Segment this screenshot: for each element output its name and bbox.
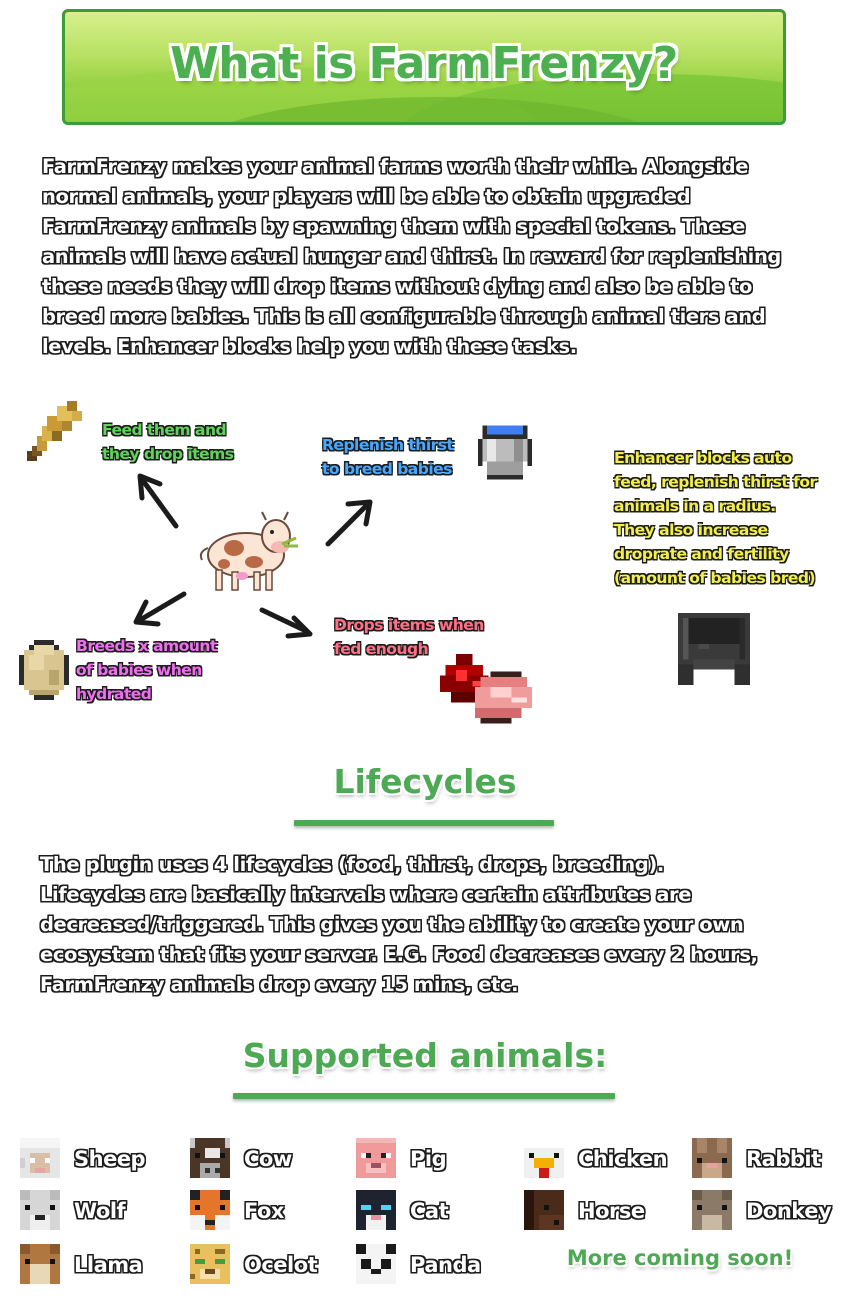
feed-label-line: Feed them and [102, 421, 227, 439]
more-coming-soon: More coming soon! [566, 1246, 794, 1270]
replenish-label-line: Replenish thirst [322, 436, 454, 454]
cow-head-icon [190, 1138, 230, 1178]
feed-label: Feed them and they drop items [102, 418, 234, 466]
lifecycles-line: Lifecycles are basically intervals where… [40, 883, 692, 906]
enhancer-label-line: Enhancer blocks auto [614, 449, 792, 467]
horse-head-icon [524, 1190, 564, 1230]
enhancer-label-line: animals in a radius. [614, 497, 776, 515]
llama-head-icon [20, 1244, 60, 1284]
animal-name-sheep: Sheep [74, 1147, 146, 1171]
enhancer-label-line: They also increase [614, 521, 768, 539]
breeds-label-line: of babies when [76, 661, 202, 679]
lifecycles-heading: Lifecycles [333, 762, 517, 801]
replenish-label-line: to breed babies [322, 460, 452, 478]
fox-head-icon [190, 1190, 230, 1230]
arrow-icon [259, 607, 313, 639]
lifecycles-paragraph: The plugin uses 4 lifecycles (food, thir… [40, 850, 830, 1000]
lifecycles-line: The plugin uses 4 lifecycles (food, thir… [40, 853, 664, 876]
supported-animals-heading: Supported animals: [242, 1036, 608, 1075]
intro-line: FarmFrenzy animals by spawning them with… [42, 215, 746, 238]
lifecycles-line: FarmFrenzy animals drop every 15 mins, e… [40, 973, 519, 996]
cow-icon [199, 511, 298, 591]
animal-name-llama: Llama [74, 1253, 143, 1277]
animal-name-cat: Cat [410, 1199, 449, 1223]
drops-label: Drops items when fed enough [334, 613, 484, 661]
animal-name-donkey: Donkey [746, 1199, 832, 1223]
egg-icon [19, 640, 69, 700]
intro-line: these needs they will drop items without… [42, 275, 752, 298]
animal-name-ocelot: Ocelot [244, 1253, 318, 1277]
supported-animals-underline [233, 1093, 615, 1099]
lifecycles-line: decreased/triggered. This gives you the … [40, 913, 744, 936]
animal-name-pig: Pig [410, 1147, 447, 1171]
arrow-icon [325, 499, 373, 547]
sheep-head-icon [20, 1138, 60, 1178]
cat-head-icon [356, 1190, 396, 1230]
intro-line: animals will have actual hunger and thir… [42, 245, 781, 268]
wheat-icon [27, 401, 82, 461]
enhancer-label-line: feed, replenish thirst for [614, 473, 817, 491]
feed-label-line: they drop items [102, 445, 234, 463]
donkey-head-icon [692, 1190, 732, 1230]
arrow-icon [137, 473, 179, 529]
chicken-head-icon [524, 1138, 564, 1178]
wolf-head-icon [20, 1190, 60, 1230]
title-banner: What is FarmFrenzy? [62, 9, 786, 125]
replenish-label: Replenish thirst to breed babies [322, 433, 454, 481]
enhancer-label-line: droprate and fertility [614, 545, 789, 563]
animal-name-chicken: Chicken [578, 1147, 668, 1171]
animal-name-panda: Panda [410, 1253, 481, 1277]
ocelot-head-icon [190, 1244, 230, 1284]
cauldron-icon [678, 613, 750, 685]
panda-head-icon [356, 1244, 396, 1284]
arrow-icon [133, 591, 187, 627]
rabbit-head-icon [692, 1138, 732, 1178]
intro-line: breed more babies. This is all configura… [42, 305, 766, 328]
meat-icon [475, 671, 532, 724]
animal-name-horse: Horse [578, 1199, 645, 1223]
intro-line: normal animals, your players will be abl… [42, 185, 691, 208]
animal-name-wolf: Wolf [74, 1199, 126, 1223]
enhancer-label: Enhancer blocks auto feed, replenish thi… [614, 446, 817, 590]
lifecycles-underline [294, 820, 554, 826]
intro-paragraph: FarmFrenzy makes your animal farms worth… [42, 152, 822, 362]
animal-name-fox: Fox [244, 1199, 284, 1223]
intro-line: FarmFrenzy makes your animal farms worth… [42, 155, 749, 178]
intro-line: levels. Enhancer blocks help you with th… [42, 335, 577, 358]
breeds-label-line: Breeds x amount [76, 637, 217, 655]
drops-label-line: fed enough [334, 640, 429, 658]
page-title: What is FarmFrenzy? [170, 38, 678, 89]
drops-label-line: Drops items when [334, 616, 484, 634]
lifecycles-line: ecosystem that fits your server. E.G. Fo… [40, 943, 758, 966]
animal-name-cow: Cow [244, 1147, 292, 1171]
animal-name-rabbit: Rabbit [746, 1147, 821, 1171]
breeds-label: Breeds x amount of babies when hydrated [76, 634, 217, 706]
enhancer-label-line: (amount of babies bred) [614, 569, 816, 587]
water-bucket-icon [478, 425, 532, 480]
pig-head-icon [356, 1138, 396, 1178]
breeds-label-line: hydrated [76, 685, 152, 703]
